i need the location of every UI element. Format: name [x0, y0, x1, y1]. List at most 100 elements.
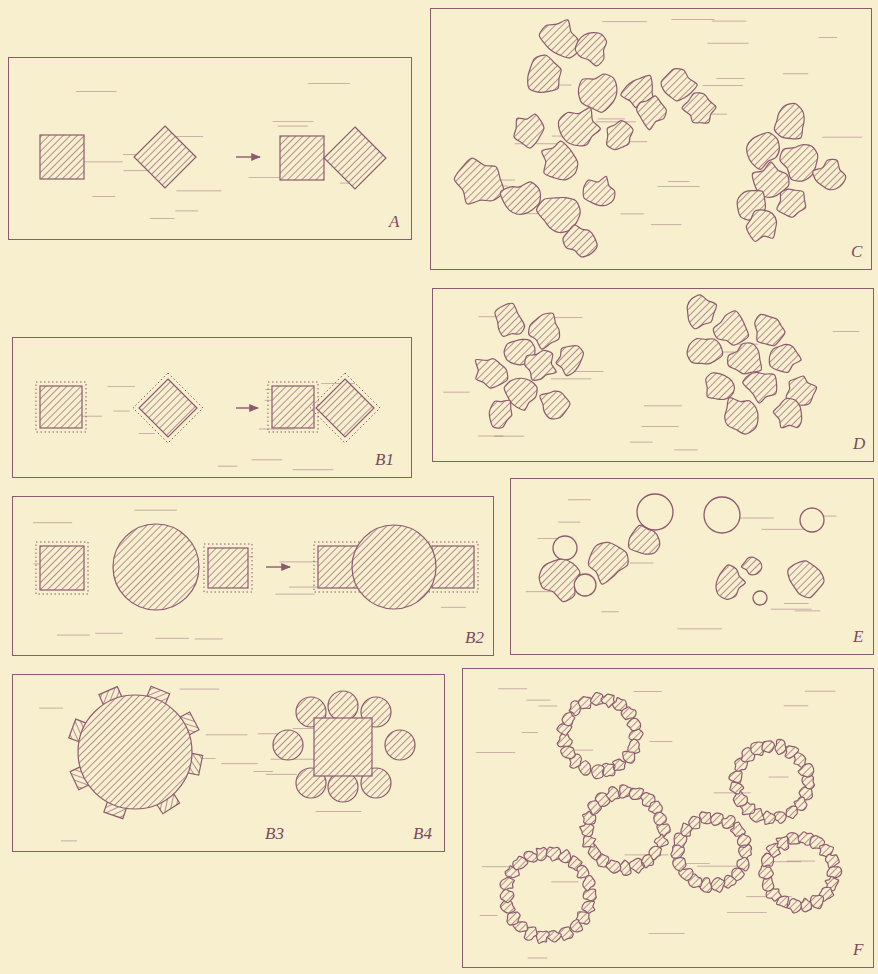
panel-letter: A [387, 213, 401, 230]
square-particle [432, 546, 474, 588]
water-line [644, 405, 682, 406]
adsorbed-layer [204, 544, 252, 592]
water-line [515, 143, 560, 144]
irregular-particle [786, 806, 797, 818]
irregular-particle [578, 74, 617, 112]
water-line [551, 881, 578, 882]
water-line [602, 21, 646, 22]
water-line [650, 741, 672, 742]
irregular-particle [769, 344, 801, 372]
irregular-particle [556, 346, 583, 376]
irregular-particle [746, 210, 776, 241]
water-line [568, 499, 591, 500]
irregular-particle [775, 739, 786, 754]
adsorbed-layer [268, 382, 318, 432]
water-line [134, 510, 177, 511]
irregular-particle [528, 55, 561, 92]
water-line [771, 609, 812, 610]
bubble [704, 497, 740, 533]
diamond-particle [316, 379, 374, 437]
water-line [596, 121, 636, 122]
square-particle [40, 386, 82, 428]
irregular-particle [583, 176, 615, 205]
irregular-particle [539, 20, 579, 58]
water-line [175, 210, 198, 211]
water-line [195, 638, 223, 639]
water-line [252, 459, 283, 460]
bubble [753, 591, 767, 605]
figure-panel: B2 [12, 496, 494, 656]
irregular-particle [654, 812, 666, 825]
water-line [273, 121, 314, 122]
water-line [716, 78, 744, 79]
panel-letter: F [851, 941, 865, 958]
water-line [795, 610, 821, 611]
irregular-particle [583, 889, 596, 901]
water-line [784, 705, 809, 706]
irregular-particle [546, 847, 560, 861]
water-line [108, 386, 135, 387]
water-line [783, 73, 808, 74]
irregular-particle [713, 311, 748, 345]
panel-letter: E [851, 628, 865, 645]
square-particle [40, 135, 84, 179]
adsorbed-layer [36, 542, 88, 594]
water-line [551, 378, 592, 379]
water-line [221, 763, 258, 764]
irregular-particle [621, 707, 636, 720]
irregular-particle [627, 718, 641, 730]
water-line [833, 331, 860, 332]
square-particle [208, 548, 248, 588]
panel-letter: D [851, 435, 867, 452]
round-particle [78, 695, 192, 809]
irregular-particle [722, 816, 735, 829]
round-particle [385, 730, 415, 760]
bubble [800, 508, 824, 532]
water-line [57, 635, 90, 636]
panel-letter: B3 [263, 825, 286, 842]
irregular-particle [706, 373, 735, 400]
round-particle [273, 730, 303, 760]
irregular-particle [507, 912, 520, 925]
water-line [180, 689, 219, 690]
water-line [642, 426, 679, 427]
water-line [476, 752, 515, 753]
square-particle [280, 136, 324, 180]
water-line [253, 771, 273, 772]
panel-letter: B1 [373, 451, 396, 468]
water-line [630, 562, 653, 563]
irregular-particle [743, 372, 777, 403]
water-line [33, 522, 72, 523]
round-particle [352, 525, 436, 609]
water-line [674, 449, 697, 450]
reaction-arrow [266, 566, 290, 567]
water-line [480, 915, 498, 916]
water-line [651, 224, 681, 225]
irregular-particle [725, 398, 758, 434]
panel-letter: B4 [411, 825, 434, 842]
water-line [819, 37, 838, 38]
water-line [83, 161, 123, 162]
water-line [598, 118, 625, 119]
irregular-particle [687, 295, 716, 329]
water-line [478, 435, 503, 436]
irregular-particle [495, 303, 525, 336]
square-particle [314, 718, 372, 776]
water-line [671, 19, 714, 20]
irregular-particle [583, 876, 595, 891]
water-line [822, 137, 862, 138]
water-line [92, 196, 115, 197]
irregular-particle [737, 834, 750, 846]
round-particle [113, 524, 199, 610]
water-line [61, 840, 77, 841]
irregular-particle [578, 697, 592, 709]
irregular-particle [536, 931, 549, 943]
water-line [278, 126, 308, 127]
irregular-particle [500, 182, 540, 214]
irregular-particle [637, 96, 667, 130]
irregular-particle [826, 854, 840, 868]
water-line [658, 186, 700, 187]
reaction-arrow [236, 156, 260, 157]
irregular-particle [682, 93, 716, 123]
